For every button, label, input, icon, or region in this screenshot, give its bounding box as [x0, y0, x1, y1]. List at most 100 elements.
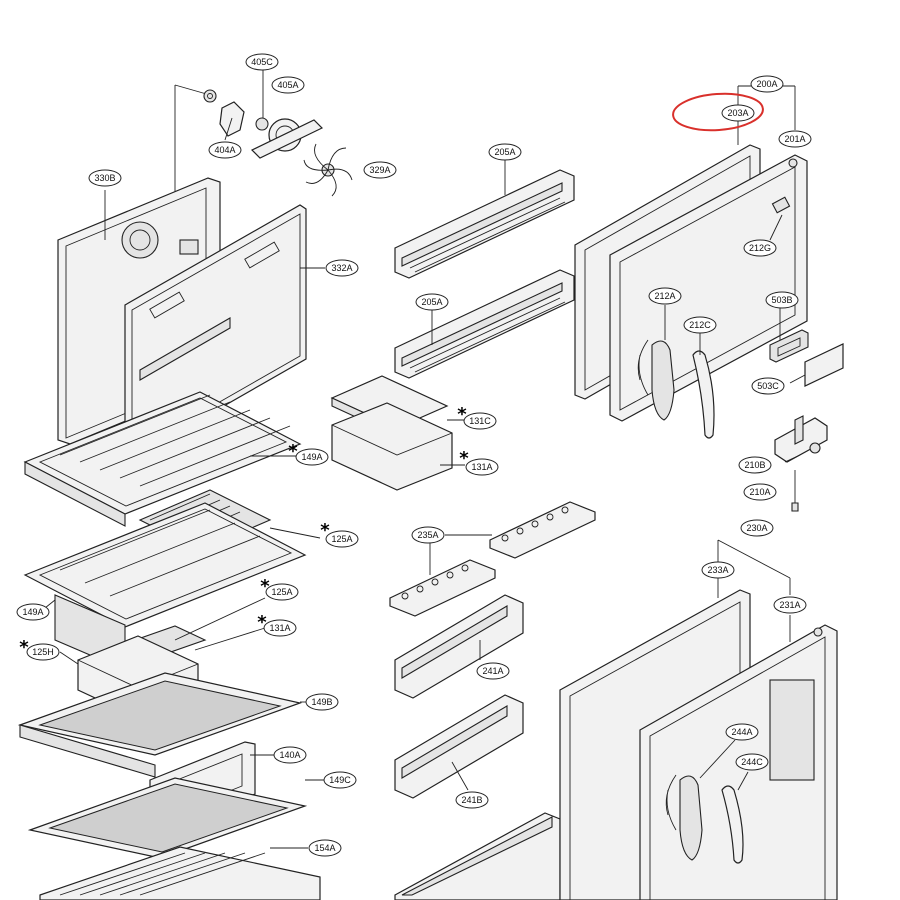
label-text: 149A: [301, 452, 322, 462]
label-bubble: [245, 53, 279, 71]
label-text: 125H: [32, 647, 54, 657]
label-bubble: [26, 643, 60, 661]
label-bubble: [415, 293, 449, 311]
label-text: 231A: [779, 600, 800, 610]
label-bubble: [411, 526, 445, 544]
service-part-markers: *******: [19, 404, 469, 658]
part-label-230a: 230A: [740, 519, 774, 537]
label-bubble: [465, 458, 499, 476]
part-label-149c: 149C: [323, 771, 357, 789]
part-label-329a: 329A: [363, 161, 397, 179]
label-text: 140A: [279, 750, 300, 760]
label-text: 203A: [727, 108, 748, 118]
label-text: 405C: [251, 57, 273, 67]
label-bubble: [773, 596, 807, 614]
label-bubble: [778, 130, 812, 148]
label-text: 125A: [331, 534, 352, 544]
label-bubble: [88, 169, 122, 187]
label-bubble: [363, 161, 397, 179]
asterisk-marker: *: [288, 441, 298, 462]
label-text: 149A: [22, 607, 43, 617]
crisper-cover-149C: [27, 777, 325, 859]
part-label-404a: 404A: [208, 141, 242, 159]
label-bubble: [476, 662, 510, 680]
asterisk-marker: *: [260, 576, 270, 597]
fan-blade: [303, 143, 353, 197]
part-label-203a: 203A: [721, 104, 755, 122]
part-label-231a: 231A: [773, 596, 807, 614]
part-label-210b: 210B: [738, 456, 772, 474]
label-text: 201A: [784, 134, 805, 144]
label-text: 212G: [749, 243, 771, 253]
label-text: 212A: [654, 291, 675, 301]
part-labels: 405C405A404A329A330B332A205A205A200A203A…: [16, 53, 812, 857]
part-label-241a: 241A: [476, 662, 510, 680]
part-label-210a: 210A: [743, 483, 777, 501]
label-text: 205A: [494, 147, 515, 157]
part-label-212g: 212G: [743, 239, 777, 257]
part-label-149b: 149B: [305, 693, 339, 711]
label-text: 404A: [214, 145, 235, 155]
label-text: 241A: [482, 666, 503, 676]
fridge-handle-244A: [665, 739, 736, 861]
part-label-503c: 503C: [751, 377, 785, 395]
glass-shelf-149B: [17, 672, 310, 778]
label-bubble: [263, 619, 297, 637]
label-text: 503B: [771, 295, 792, 305]
label-bubble: [455, 791, 489, 809]
label-bubble: [488, 143, 522, 161]
part-label-244a: 244A: [725, 723, 759, 741]
label-text: 235A: [417, 530, 438, 540]
label-text: 212C: [689, 320, 711, 330]
door-bin-lower: [394, 812, 561, 900]
label-bubble: [648, 287, 682, 305]
label-bubble: [16, 603, 50, 621]
label-text: 405A: [277, 80, 298, 90]
label-bubble: [325, 259, 359, 277]
butter-case-131A: [331, 402, 465, 491]
label-text: 330B: [94, 173, 115, 183]
part-label-503b: 503B: [765, 291, 799, 309]
part-label-212c: 212C: [683, 316, 717, 334]
part-label-131a-right: 131A: [465, 458, 499, 476]
part-label-125a-right: 125A: [325, 530, 359, 548]
label-text: 210A: [749, 487, 770, 497]
part-label-149a-left: 149A: [16, 603, 50, 621]
door-bin-205A-bottom: [394, 269, 575, 379]
label-bubble: [295, 448, 329, 466]
label-text: 244C: [741, 757, 763, 767]
label-bubble: [743, 483, 777, 501]
label-bubble: [463, 412, 497, 430]
display-503B: [769, 308, 809, 363]
label-bubble: [323, 771, 357, 789]
freezer-handle-cover-212C: [692, 333, 715, 439]
part-label-205a-bottom: 205A: [415, 293, 449, 311]
part-label-125a-mid: 125A: [265, 583, 299, 601]
asterisk-marker: *: [320, 520, 330, 541]
label-text: 149B: [311, 697, 332, 707]
label-text: 503C: [757, 381, 779, 391]
label-text: 131C: [469, 416, 491, 426]
label-text: 230A: [746, 523, 767, 533]
label-text: 329A: [369, 165, 390, 175]
part-label-235a: 235A: [411, 526, 445, 544]
part-label-201a: 201A: [778, 130, 812, 148]
label-text: 131A: [471, 462, 492, 472]
freezer-shelf-149A-top: [23, 391, 302, 527]
label-bubble: [208, 141, 242, 159]
part-label-205a-top: 205A: [488, 143, 522, 161]
display-cover-503C: [789, 343, 844, 387]
asterisk-marker: *: [257, 612, 267, 633]
part-label-154a: 154A: [308, 839, 342, 857]
label-bubble: [725, 723, 759, 741]
label-bubble: [701, 561, 735, 579]
part-label-405c: 405C: [245, 53, 279, 71]
label-text: 233A: [707, 565, 728, 575]
label-text: 210B: [744, 460, 765, 470]
label-bubble: [750, 75, 784, 93]
label-bubble: [743, 239, 777, 257]
part-label-244c: 244C: [735, 753, 769, 771]
label-text: 154A: [314, 843, 335, 853]
crisper-base-154A: [39, 846, 321, 900]
label-text: 131A: [269, 623, 290, 633]
